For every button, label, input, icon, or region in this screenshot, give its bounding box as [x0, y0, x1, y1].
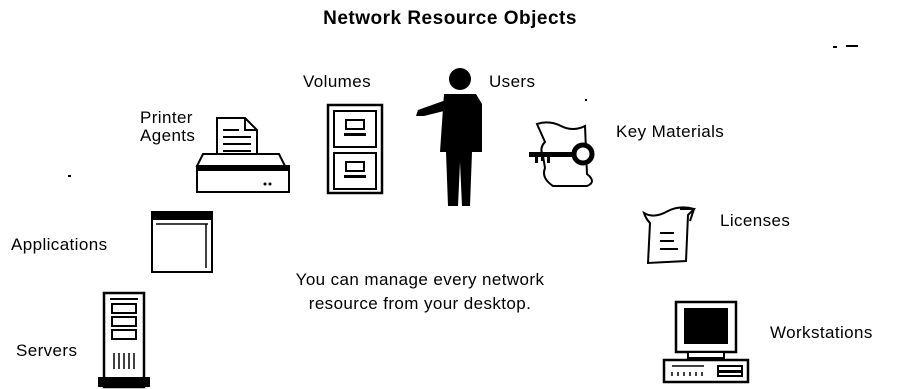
printer-icon [195, 117, 290, 193]
key-materials-label: Key Materials [616, 122, 725, 141]
desktop-management-message: You can manage every network resource fr… [295, 270, 545, 313]
users-label: Users [489, 72, 536, 91]
diagram-title: Network Resource Objects [323, 8, 577, 29]
license-document-icon [642, 206, 696, 265]
scan-mark [68, 175, 71, 177]
server-tower-icon [98, 291, 150, 389]
servers-label: Servers [16, 341, 78, 360]
user-figure-icon [416, 68, 482, 206]
licenses-label: Licenses [720, 211, 791, 230]
key-icon [529, 121, 595, 187]
application-window-icon [151, 211, 213, 273]
applications-label: Applications [11, 235, 108, 254]
scan-mark [585, 99, 587, 101]
scan-mark [833, 46, 837, 48]
volumes-label: Volumes [303, 72, 372, 91]
workstations-label: Workstations [770, 323, 873, 342]
scan-mark [846, 45, 858, 47]
workstation-computer-icon [662, 300, 750, 384]
printer-agents-label: Printer Agents [140, 108, 196, 145]
file-cabinet-icon [326, 103, 384, 195]
